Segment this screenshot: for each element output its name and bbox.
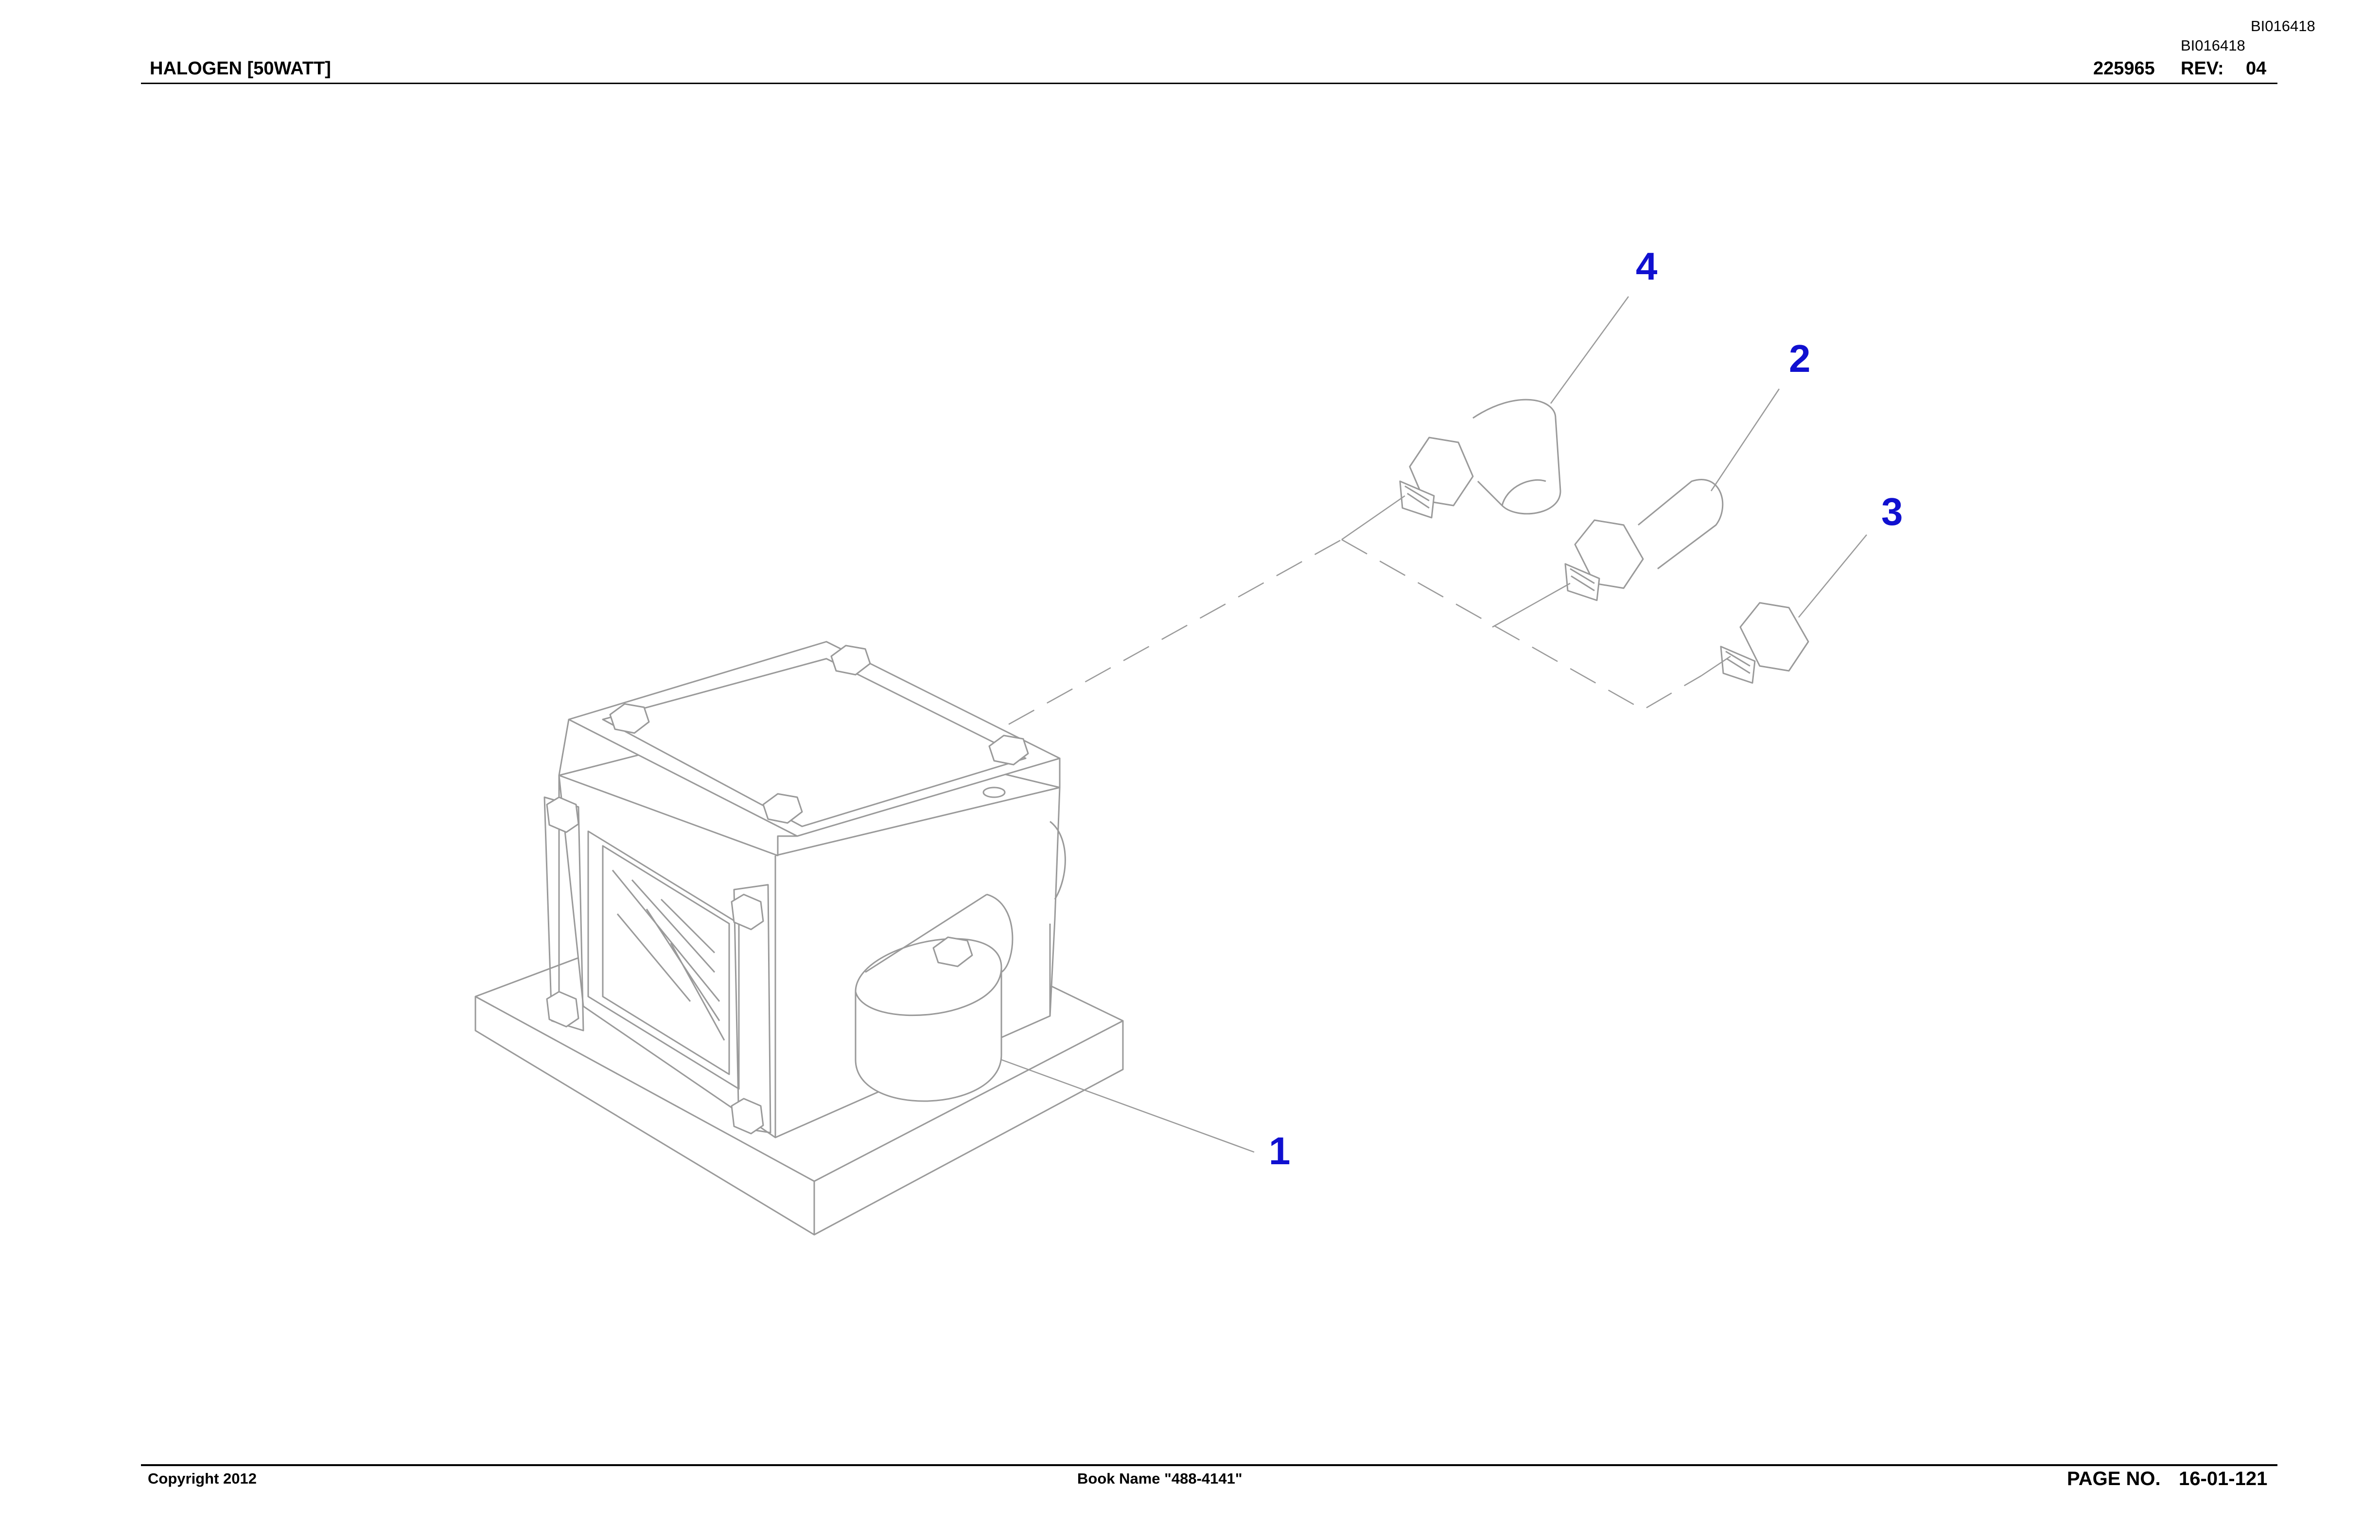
footer-rule <box>141 1464 2277 1466</box>
page-number-label: PAGE NO. <box>2067 1468 2161 1489</box>
part-number: 225965 <box>2093 58 2155 79</box>
rev-label: REV: <box>2181 58 2224 79</box>
page-number-value: 16-01-121 <box>2179 1468 2268 1489</box>
page-title: HALOGEN [50WATT] <box>150 58 331 79</box>
document-id-top: BI016418 <box>2251 18 2315 35</box>
header-rule <box>141 83 2277 84</box>
part-4-elbow-fitting <box>1399 399 1561 519</box>
leader-lines <box>1001 296 1867 1153</box>
part-3-plug <box>1720 602 1809 684</box>
callout-2: 2 <box>1789 337 1811 380</box>
copyright: Copyright 2012 <box>148 1470 257 1487</box>
document-id-sub: BI016418 <box>2181 37 2245 54</box>
bolt-heads <box>546 645 1029 1135</box>
callout-1: 1 <box>1269 1129 1291 1172</box>
book-name: Book Name "488-4141" <box>1077 1470 1242 1487</box>
cylinder-boss <box>855 893 1014 1102</box>
part-2-straight-fitting <box>1564 479 1724 601</box>
rev-value: 04 <box>2246 58 2267 79</box>
callout-3: 3 <box>1881 490 1903 533</box>
top-cover <box>558 641 1061 857</box>
callout-4: 4 <box>1636 245 1658 288</box>
